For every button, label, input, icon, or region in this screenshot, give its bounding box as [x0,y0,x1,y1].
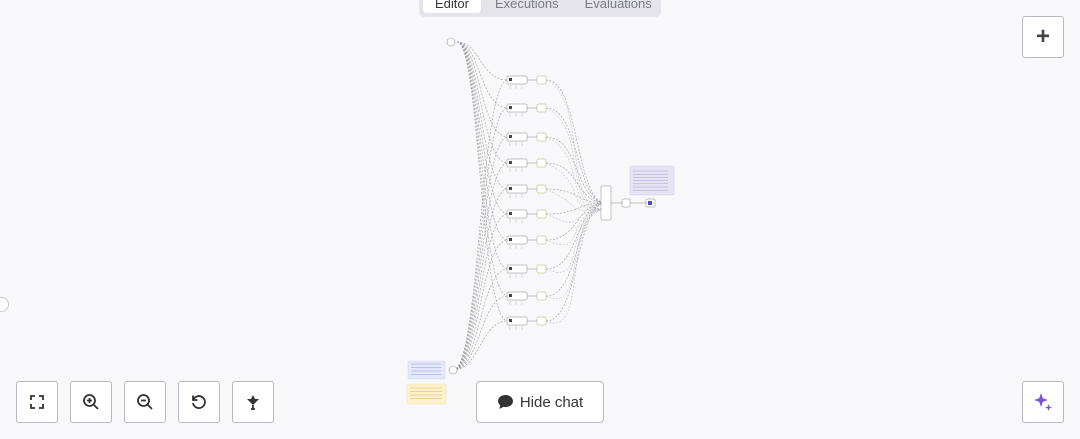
tab-executions[interactable]: Executions [494,0,559,11]
set-node [536,235,547,245]
zoom-out-icon [137,394,153,410]
hide-chat-button[interactable]: Hide chat [476,381,604,423]
connection [545,208,607,324]
agent-node-icon [509,106,512,109]
connection [545,107,607,210]
agent-node-icon [509,267,512,270]
connections [452,41,646,371]
set-node [536,184,547,194]
tab-evaluations[interactable]: Evaluations [584,0,652,11]
zoom-in-button[interactable] [70,381,112,423]
ai-assistant-button[interactable] [1022,381,1064,423]
connection [545,208,607,299]
connection [452,107,509,371]
connection [545,208,607,223]
agent-node-icon [509,135,512,138]
add-node-button[interactable]: + [1022,16,1064,58]
fullscreen-icon [30,395,44,409]
connection [545,208,607,273]
tidy-up-icon [247,395,259,410]
trigger-node [446,37,456,47]
hide-chat-label: Hide chat [519,393,584,411]
connection [452,188,509,371]
connection [452,295,509,371]
connection [545,188,607,211]
connection [545,136,607,210]
set-node [536,132,547,142]
set-node [536,316,547,326]
plus-icon: + [1035,23,1050,50]
connection [545,202,607,297]
connection [545,188,607,204]
fullscreen-button[interactable] [16,381,58,423]
connection [545,162,607,204]
connection [456,41,509,81]
connection [456,41,509,138]
agent-node-icon [509,319,512,322]
connection [545,79,607,210]
connection [456,41,509,297]
connection [452,136,509,371]
set-node [536,209,547,219]
connection [452,79,509,371]
connection [456,41,509,164]
view-tabs: Editor Executions Evaluations [419,0,661,17]
connection [452,162,509,371]
connection [545,202,607,322]
connection [545,202,607,215]
zoom-in-icon [83,394,99,410]
agent-node-icon [509,187,512,190]
merge-node [600,185,612,221]
chat-trigger-node [448,365,458,375]
connection [456,41,509,322]
chat-icon [497,395,513,409]
connection [545,107,607,204]
reset-zoom-button[interactable] [178,381,220,423]
connection [545,79,607,204]
tab-editor[interactable]: Editor [423,0,481,13]
nodes [406,37,675,405]
connection [545,136,607,204]
agent-node-icon [509,238,512,241]
connection [456,41,509,241]
output-node-icon [648,201,652,205]
set-node [536,75,547,85]
code-node [621,198,631,208]
set-node [536,264,547,274]
agent-node-icon [509,78,512,81]
agent-node-icon [509,161,512,164]
set-node [536,291,547,301]
zoom-out-button[interactable] [124,381,166,423]
reset-zoom-icon [192,395,206,409]
set-node [536,158,547,168]
sticky-note [407,360,446,380]
sticky-note [406,383,447,405]
set-node [536,103,547,113]
connection [452,213,509,371]
agent-node-icon [509,212,512,215]
agent-node-icon [509,294,512,297]
connection [545,208,607,246]
connection [452,320,509,371]
connection [452,239,509,371]
connection [452,268,509,371]
connection [545,202,607,270]
tidy-up-button[interactable] [232,381,274,423]
sparkle-icon [1034,393,1052,411]
connection [456,41,509,109]
